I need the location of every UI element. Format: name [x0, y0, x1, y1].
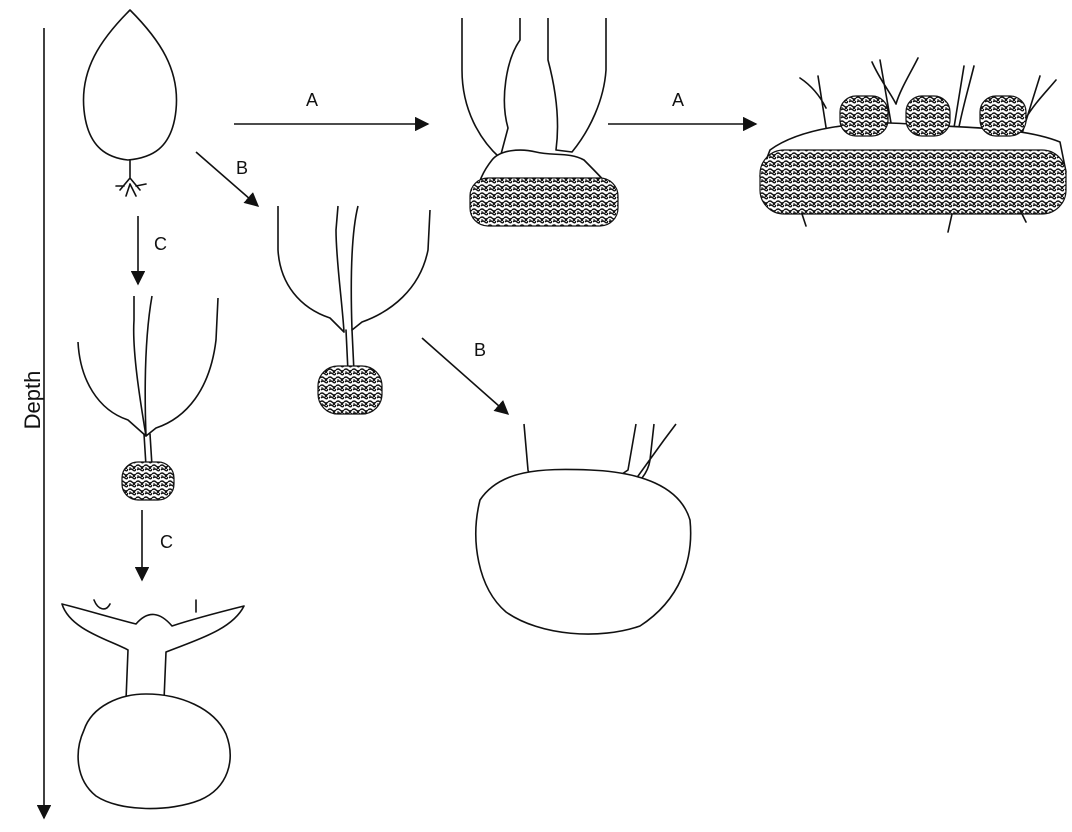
label-a-2: A: [672, 90, 684, 110]
label-b-1: B: [236, 158, 248, 178]
path-a-stage-1: [462, 18, 618, 226]
path-b-stage-2: [476, 424, 691, 634]
depth-axis: Depth: [20, 28, 45, 818]
label-c-2: C: [160, 532, 173, 552]
initial-bulb: [83, 10, 176, 196]
label-b-2: B: [474, 340, 486, 360]
path-b-stage-1: [278, 206, 430, 414]
path-a-stage-2: [760, 58, 1066, 232]
arrow-b-2: [422, 338, 508, 414]
depth-axis-label: Depth: [20, 371, 45, 430]
path-c-stage-1: [78, 296, 218, 500]
arrow-b-1: [196, 152, 258, 206]
path-c-stage-2: [62, 600, 244, 809]
label-c-1: C: [154, 234, 167, 254]
label-a-1: A: [306, 90, 318, 110]
